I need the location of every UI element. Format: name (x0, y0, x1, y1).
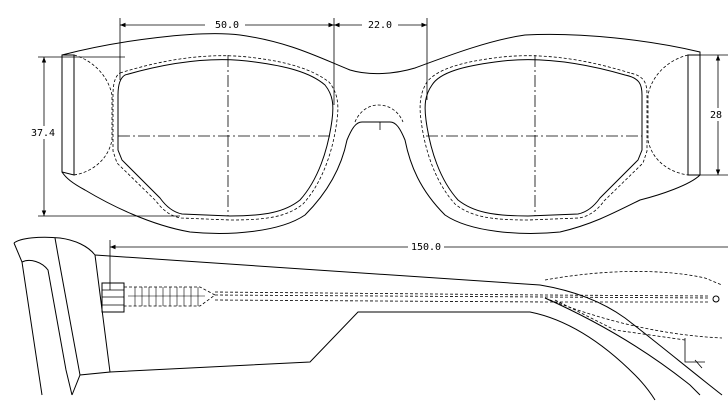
frame-front-profile-edge (54, 237, 81, 376)
temple-end-arrow (694, 359, 703, 369)
temple-end-height-label: 28 (710, 110, 722, 121)
temple-tip-hidden-inner (554, 299, 686, 341)
temple-length-label: 150.0 (411, 242, 441, 253)
lens-width-label: 50.0 (215, 20, 239, 31)
side-view: 150.0 (13, 236, 728, 401)
frame-outer-outline (61, 33, 701, 234)
right-hinge-hidden (647, 54, 689, 176)
hinge-barrel (101, 282, 125, 313)
left-hinge-block (61, 54, 75, 176)
core-wire-hidden (124, 286, 216, 307)
front-view: 50.0 22.0 37.4 28 (28, 18, 728, 234)
dimension-temple-length: 150.0 (109, 240, 728, 290)
frame-front-profile-inner2 (21, 259, 73, 396)
core-wire-shaft (214, 294, 711, 299)
dimension-lens-width: 50.0 (119, 18, 335, 105)
left-lens-outline (117, 59, 334, 217)
dimension-bridge-width: 22.0 (334, 18, 428, 100)
frame-front-profile-inner (13, 242, 43, 396)
frame-front-profile (13, 236, 111, 396)
temple-tip-hidden-upper (544, 271, 723, 286)
dimension-temple-end-height: 28 (700, 54, 728, 176)
temple-tip-hidden-lower (544, 297, 723, 339)
lens-height-label: 37.4 (31, 128, 55, 139)
left-lens-bevel (112, 55, 339, 221)
nose-bridge-hidden (354, 104, 404, 123)
temple-tip-curve (544, 297, 701, 396)
temple-end-detail (684, 338, 705, 363)
core-wire-knurl (128, 287, 205, 306)
core-wire-shaft-lower (214, 299, 710, 303)
bridge-width-label: 22.0 (368, 20, 392, 31)
dimension-lens-height: 37.4 (28, 56, 180, 217)
core-wire-shaft-upper (214, 291, 711, 297)
temple-top-edge (94, 254, 723, 396)
right-lens-bevel (419, 55, 648, 221)
temple-bottom-edge (109, 311, 656, 401)
right-lens-outline (424, 59, 643, 217)
left-hinge-hidden (73, 54, 113, 176)
right-hinge-block (687, 54, 701, 176)
temple-end-pin (712, 295, 720, 303)
